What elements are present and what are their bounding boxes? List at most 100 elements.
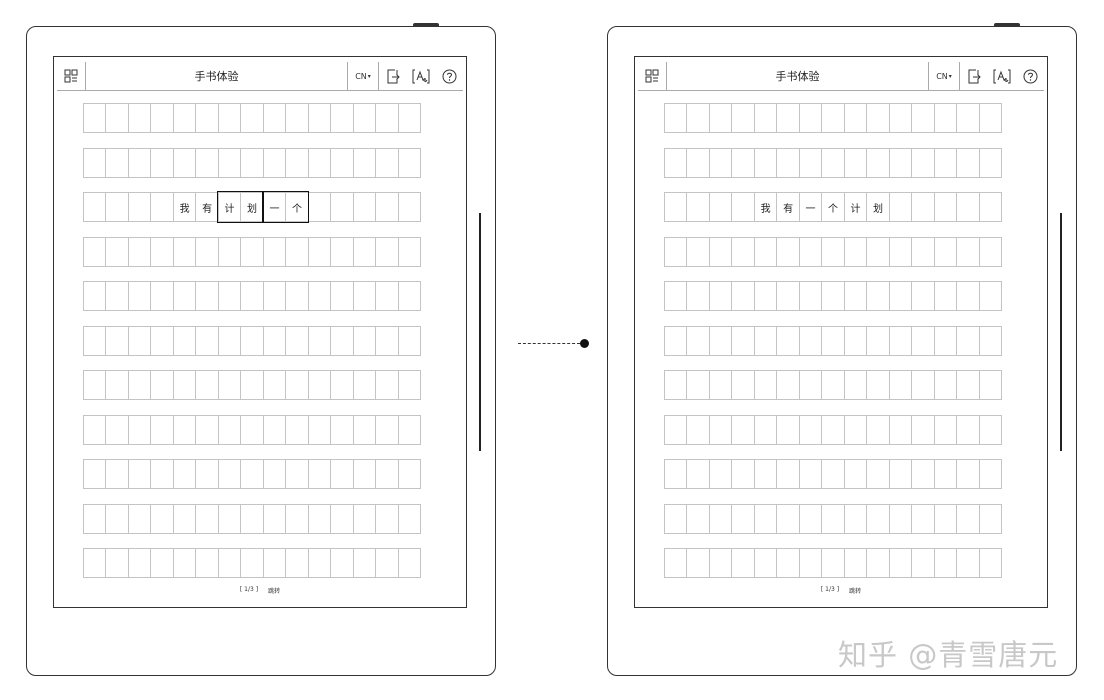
grid-cell[interactable]: [978, 414, 1003, 445]
grid-cell[interactable]: [330, 325, 354, 356]
grid-cell[interactable]: [798, 414, 823, 445]
grid-cell[interactable]: [798, 370, 823, 400]
grid-cell[interactable]: [798, 281, 823, 311]
grid-cell[interactable]: [956, 370, 980, 400]
grid-cell[interactable]: [776, 281, 800, 311]
grid-cell[interactable]: [217, 236, 242, 267]
grid-cell[interactable]: [195, 281, 219, 311]
grid-cell[interactable]: [217, 147, 242, 178]
grid-cell[interactable]: [731, 192, 755, 222]
grid-cell[interactable]: [307, 281, 332, 311]
grid-cell[interactable]: [127, 548, 152, 578]
grid-cell[interactable]: [866, 370, 890, 400]
grid-cell[interactable]: [708, 370, 733, 400]
grid-cell[interactable]: [397, 370, 422, 400]
grid-cell[interactable]: [105, 325, 129, 356]
grid-cell[interactable]: [664, 459, 688, 489]
grid-cell[interactable]: [664, 325, 688, 356]
grid-cell[interactable]: [776, 548, 800, 578]
grid-cell[interactable]: [285, 548, 309, 578]
grid-cell[interactable]: [821, 325, 845, 356]
grid-cell[interactable]: [285, 370, 309, 400]
grid-cell[interactable]: [664, 503, 688, 534]
grid-cell[interactable]: 我: [172, 192, 197, 222]
grid-cell[interactable]: [933, 459, 958, 489]
grid-cell[interactable]: [150, 459, 174, 489]
grid-cell[interactable]: 个: [285, 192, 309, 222]
grid-cell[interactable]: [150, 103, 174, 133]
grid-cell[interactable]: [686, 325, 710, 356]
grid-cell[interactable]: [217, 370, 242, 400]
grid-cell[interactable]: [262, 414, 287, 445]
grid-cell[interactable]: [307, 370, 332, 400]
jump-link[interactable]: 跳转: [849, 588, 862, 595]
grid-cell[interactable]: [798, 459, 823, 489]
grid-cell[interactable]: [172, 370, 197, 400]
grid-cell[interactable]: [843, 103, 868, 133]
grid-cell[interactable]: [686, 192, 710, 222]
export-icon[interactable]: [960, 62, 988, 90]
grid-cell[interactable]: [798, 103, 823, 133]
grid-cell[interactable]: 个: [821, 192, 845, 222]
jump-link[interactable]: 跳转: [268, 588, 281, 595]
grid-cell[interactable]: [956, 103, 980, 133]
grid-cell[interactable]: 我: [753, 192, 778, 222]
grid-cell[interactable]: [686, 414, 710, 445]
grid-cell[interactable]: [911, 503, 935, 534]
grid-cell[interactable]: [866, 325, 890, 356]
grid-cell[interactable]: [330, 103, 354, 133]
grid-cell[interactable]: 有: [195, 192, 219, 222]
grid-cell[interactable]: [708, 548, 733, 578]
grid-cell[interactable]: [172, 548, 197, 578]
grid-cell[interactable]: [911, 325, 935, 356]
grid-cell[interactable]: [753, 325, 778, 356]
grid-cell[interactable]: [664, 281, 688, 311]
grid-cell[interactable]: [821, 147, 845, 178]
grid-cell[interactable]: [753, 459, 778, 489]
grid-cell[interactable]: [217, 548, 242, 578]
grid-cell[interactable]: [285, 103, 309, 133]
grid-cell[interactable]: [172, 147, 197, 178]
grid-cell[interactable]: [933, 281, 958, 311]
grid-cell[interactable]: [307, 548, 332, 578]
grid-cell[interactable]: [821, 414, 845, 445]
grid-cell[interactable]: [956, 325, 980, 356]
grid-cell[interactable]: [150, 236, 174, 267]
grid-cell[interactable]: [664, 370, 688, 400]
grid-cell[interactable]: [776, 503, 800, 534]
grid-cell[interactable]: [753, 147, 778, 178]
help-icon[interactable]: [1016, 62, 1044, 90]
grid-cell[interactable]: [105, 281, 129, 311]
grid-cell[interactable]: [150, 281, 174, 311]
grid-cell[interactable]: [888, 147, 913, 178]
grid-cell[interactable]: [262, 459, 287, 489]
grid-cell[interactable]: [172, 414, 197, 445]
grid-cell[interactable]: [397, 281, 422, 311]
grid-cell[interactable]: [83, 503, 107, 534]
grid-cell[interactable]: [172, 103, 197, 133]
grid-cell[interactable]: [150, 192, 174, 222]
grid-cell[interactable]: [888, 103, 913, 133]
grid-cell[interactable]: [708, 414, 733, 445]
grid-cell[interactable]: [776, 414, 800, 445]
grid-cell[interactable]: [664, 147, 688, 178]
grid-cell[interactable]: [888, 548, 913, 578]
grid-cell[interactable]: [686, 147, 710, 178]
grid-cell[interactable]: [911, 414, 935, 445]
grid-cell[interactable]: [798, 503, 823, 534]
grid-cell[interactable]: [664, 236, 688, 267]
grid-cell[interactable]: [888, 370, 913, 400]
grid-cell[interactable]: [172, 236, 197, 267]
language-dropdown[interactable]: CN▾: [347, 62, 379, 90]
grid-cell[interactable]: [352, 370, 377, 400]
grid-cell[interactable]: [753, 236, 778, 267]
grid-cell[interactable]: [285, 147, 309, 178]
grid-cell[interactable]: [956, 503, 980, 534]
grid-cell[interactable]: [821, 103, 845, 133]
grid-cell[interactable]: [978, 503, 1003, 534]
grid-cell[interactable]: [240, 147, 264, 178]
grid-cell[interactable]: 一: [262, 192, 287, 222]
grid-cell[interactable]: [821, 370, 845, 400]
grid-cell[interactable]: [843, 503, 868, 534]
grid-cell[interactable]: [686, 236, 710, 267]
